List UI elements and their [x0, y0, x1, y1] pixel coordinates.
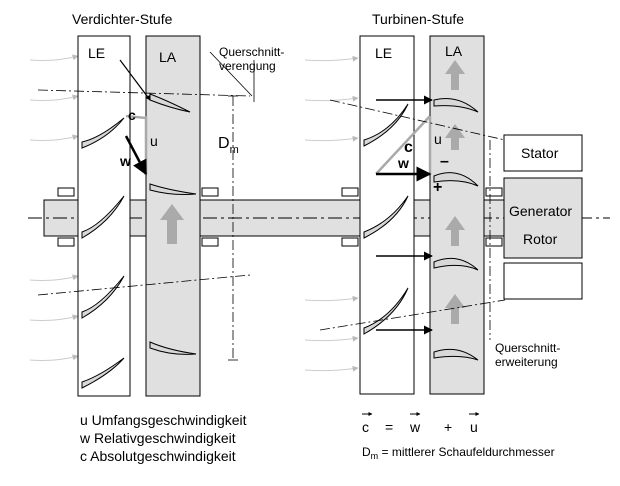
compressor-inflow-lines — [29, 54, 79, 361]
turbine-stator-column — [359, 35, 415, 395]
legend-w: w Relativgeschwindigkeit — [79, 430, 236, 446]
formula-c: c — [362, 419, 369, 435]
compressor-w-label: w — [119, 153, 131, 169]
generator-stator-label: Stator — [521, 145, 559, 161]
compressor-u-label: u — [150, 133, 158, 149]
turbine-plus-sign: + — [433, 179, 442, 196]
formula-plus: + — [444, 419, 452, 435]
compressor-c-label: c — [128, 107, 136, 123]
compressor-dm-dimension — [209, 51, 255, 361]
turbine-stator-blades — [363, 103, 409, 335]
turbine-title: Turbinen-Stufe — [372, 11, 464, 27]
formula-dm-definition: Dm = mittlerer Schaufeldurchmesser — [362, 445, 555, 461]
turbine-stage — [304, 35, 506, 395]
turbine-u-label: u — [434, 131, 442, 147]
generator — [503, 134, 583, 300]
generator-title: Generator — [509, 203, 572, 219]
turbine-callout-line1: Querschnitt- — [495, 341, 560, 355]
compressor-velocity-triangle — [119, 59, 151, 176]
formula-u: u — [470, 419, 478, 435]
turbine-rotor-column — [429, 35, 485, 395]
turbine-rotor-blades — [433, 98, 479, 361]
compressor-stator-blades — [81, 117, 125, 389]
generator-rotor-label: Rotor — [523, 231, 558, 247]
generator-rotor-box — [503, 177, 583, 259]
turbine-rotor-label: LA — [445, 43, 463, 59]
compressor-stator-label: LE — [88, 45, 105, 61]
compressor-rotor-blades — [149, 93, 197, 355]
compressor-callout-line1: Querschnitt- — [219, 45, 284, 59]
compressor-stator-column — [77, 35, 131, 397]
compressor-rotor-label: LA — [159, 49, 177, 65]
vector-formula: c = w + u — [362, 412, 480, 435]
turbine-callout-line2: erweiterung — [495, 355, 558, 369]
compressor-callout-line2: verengung — [219, 59, 276, 73]
legend-c: c Absolutgeschwindigkeit — [80, 448, 236, 464]
turbine-minus-sign: – — [440, 153, 449, 170]
turbine-c-label: c — [404, 139, 413, 156]
generator-lower-stator-box — [503, 262, 583, 300]
turbine-flow-arrows — [376, 95, 433, 335]
formula-w: w — [409, 419, 421, 435]
legend-u: u Umfangsgeschwindigkeit — [80, 412, 247, 428]
compressor-dm-label: Dm — [218, 135, 239, 156]
turbine-stator-label: LE — [375, 45, 392, 61]
turbine-velocity-triangle — [375, 115, 432, 182]
generator-stator-box — [503, 134, 583, 172]
turbine-w-label: w — [397, 155, 409, 171]
turbine-rotor-direction-arrows — [445, 60, 465, 324]
compressor-rotor-direction-arrow — [160, 204, 184, 244]
compressor-title: Verdichter-Stufe — [72, 11, 173, 27]
formula-eq: = — [385, 419, 393, 435]
compressor-stage — [29, 35, 255, 397]
